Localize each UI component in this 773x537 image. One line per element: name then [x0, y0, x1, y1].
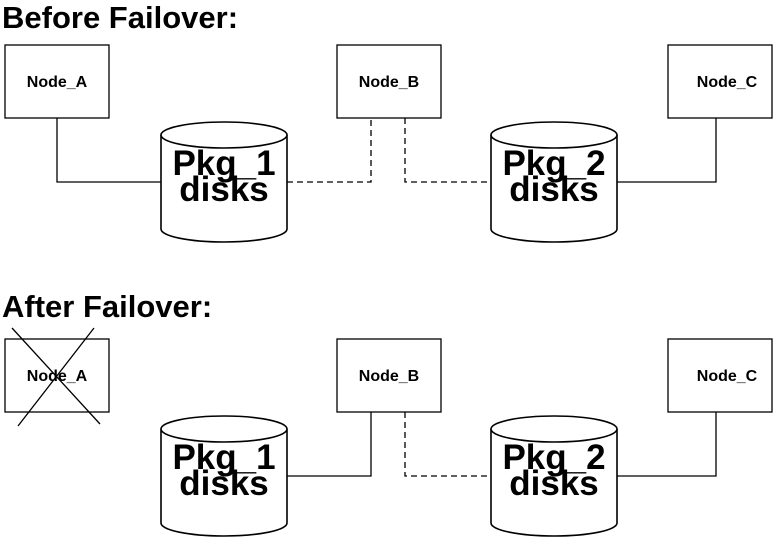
before-link-node-b-pkg2 — [404, 118, 491, 183]
after-link-node-c-pkg2 — [617, 412, 717, 477]
node-c-label: Node_C — [697, 74, 758, 91]
disk-top — [160, 415, 288, 443]
after-link-node-b-pkg2 — [404, 412, 491, 477]
node-b-label: Node_B — [359, 368, 419, 385]
node-b-label: Node_B — [359, 74, 419, 91]
before-link-node-c-pkg2 — [617, 118, 717, 183]
disks-label: disks — [179, 170, 269, 209]
disks-label: disks — [179, 464, 269, 503]
after-link-node-b-pkg1 — [287, 412, 372, 477]
pkg2-label: Pkg_2 — [502, 144, 605, 183]
after-node-a-failed: Node_A — [4, 327, 110, 427]
node-a-label: Node_A — [27, 74, 88, 91]
after-pkg1-disks: Pkg_1 disks — [160, 415, 288, 537]
after-node-c: Node_C — [667, 338, 773, 413]
before-pkg2-disks: Pkg_2 disks — [490, 121, 618, 243]
disks-label: disks — [509, 464, 599, 503]
failed-x-mark-icon — [11, 327, 101, 427]
before-pkg1-disks: Pkg_1 disks — [160, 121, 288, 243]
before-node-a: Node_A — [4, 44, 110, 119]
before-node-b: Node_B — [336, 44, 442, 119]
before-node-c: Node_C — [667, 44, 773, 119]
disk-body — [490, 135, 618, 243]
after-failover-title: After Failover: — [2, 289, 212, 324]
node-c-label: Node_C — [697, 368, 758, 385]
disk-body — [160, 135, 288, 243]
before-link-node-a-pkg1 — [56, 118, 162, 183]
before-link-node-b-pkg1 — [287, 118, 372, 183]
disk-top — [160, 121, 288, 149]
after-failover-section: After Failover: Node_A Node_B Node_C Pkg… — [2, 289, 773, 537]
pkg1-label: Pkg_1 — [172, 438, 275, 477]
disk-top — [490, 121, 618, 149]
after-node-b: Node_B — [336, 338, 442, 413]
after-pkg2-disks: Pkg_2 disks — [490, 415, 618, 537]
disk-top — [490, 415, 618, 443]
before-failover-section: Before Failover: Node_A Node_B Node_C Pk… — [2, 0, 773, 243]
disk-body — [490, 429, 618, 537]
pkg2-label: Pkg_2 — [502, 438, 605, 477]
disk-body — [160, 429, 288, 537]
disks-label: disks — [509, 170, 599, 209]
pkg1-label: Pkg_1 — [172, 144, 275, 183]
before-failover-title: Before Failover: — [2, 0, 238, 35]
